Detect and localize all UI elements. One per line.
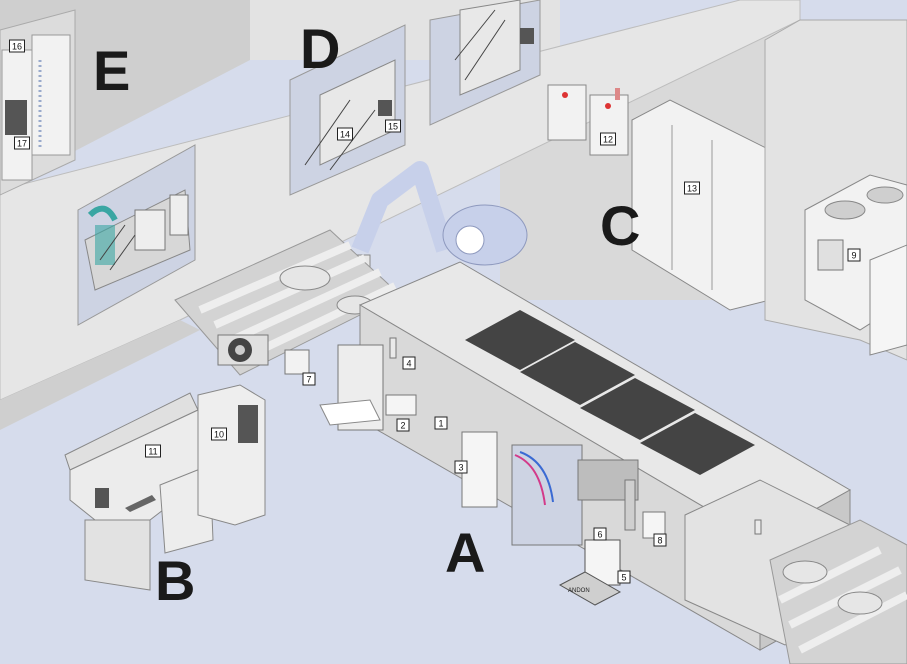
svg-text:1: 1 [438, 419, 443, 429]
callout-6: 6 [593, 527, 607, 541]
svg-text:8: 8 [657, 536, 662, 546]
output-conveyor [684, 479, 907, 664]
svg-text:14: 14 [340, 130, 350, 140]
server-room [0, 9, 76, 196]
zone-e-label: E [93, 39, 130, 102]
callout-2: 2 [396, 418, 410, 432]
andon-device-label: ANDON [568, 588, 590, 594]
svg-text:16: 16 [12, 42, 22, 52]
svg-text:15: 15 [388, 122, 398, 132]
callout-5: 5 [617, 570, 631, 584]
svg-text:10: 10 [214, 430, 224, 440]
quality-room-windows [289, 0, 541, 196]
zone-a-label: A [445, 521, 485, 584]
robot-arm [349, 161, 528, 310]
svg-text:9: 9 [851, 251, 856, 261]
svg-text:17: 17 [17, 139, 27, 149]
svg-text:13: 13 [687, 184, 697, 194]
callout-8: 8 [653, 533, 667, 547]
office-window [77, 144, 196, 326]
zone-d-label: D [300, 17, 340, 80]
callout-15: 15 [385, 119, 401, 133]
svg-text:5: 5 [621, 573, 626, 583]
svg-text:4: 4 [406, 359, 411, 369]
callout-13: 13 [684, 181, 700, 195]
svg-text:2: 2 [400, 421, 405, 431]
svg-text:12: 12 [603, 135, 613, 145]
callout-16: 16 [9, 39, 25, 53]
zone-b-label: B [155, 549, 195, 612]
svg-text:3: 3 [458, 463, 463, 473]
callout-12: 12 [600, 132, 616, 146]
callout-17: 17 [14, 136, 30, 150]
callout-11: 11 [145, 444, 161, 458]
callout-9: 9 [847, 248, 861, 262]
svg-text:11: 11 [148, 447, 157, 457]
callout-10: 10 [211, 427, 227, 441]
zone-c-label: C [600, 194, 640, 257]
operator-station [64, 384, 266, 591]
callout-14: 14 [337, 127, 353, 141]
callout-7: 7 [302, 372, 316, 386]
oven-room [764, 19, 907, 361]
callout-1: 1 [434, 416, 448, 430]
callout-3: 3 [454, 460, 468, 474]
svg-text:6: 6 [597, 530, 602, 540]
input-conveyor [174, 229, 401, 376]
callout-4: 4 [402, 356, 416, 370]
svg-text:7: 7 [306, 375, 311, 385]
